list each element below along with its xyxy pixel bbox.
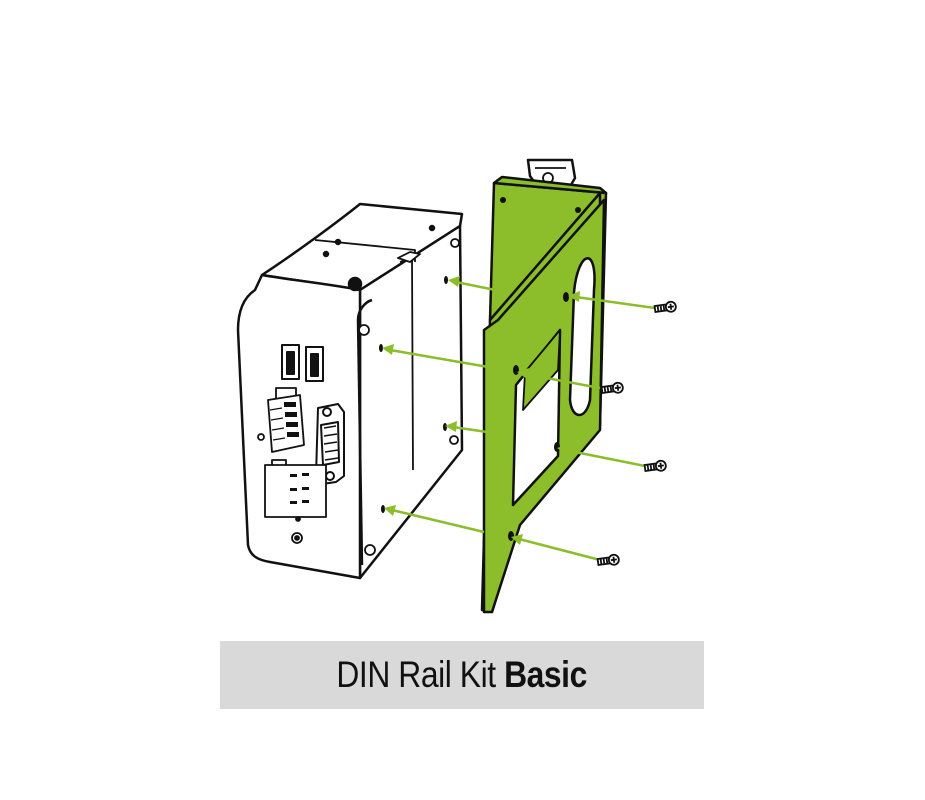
- mini-pc-icon: [236, 202, 464, 580]
- caption-bar: DIN Rail Kit Basic: [220, 641, 704, 709]
- screw-icon: [596, 300, 677, 566]
- arrow-icon: [382, 276, 656, 562]
- caption-regular: DIN Rail Kit: [336, 654, 497, 695]
- din-rail-bracket-icon: [480, 158, 608, 614]
- caption-text: DIN Rail Kit Basic: [336, 654, 588, 696]
- caption-bold: Basic: [504, 654, 588, 695]
